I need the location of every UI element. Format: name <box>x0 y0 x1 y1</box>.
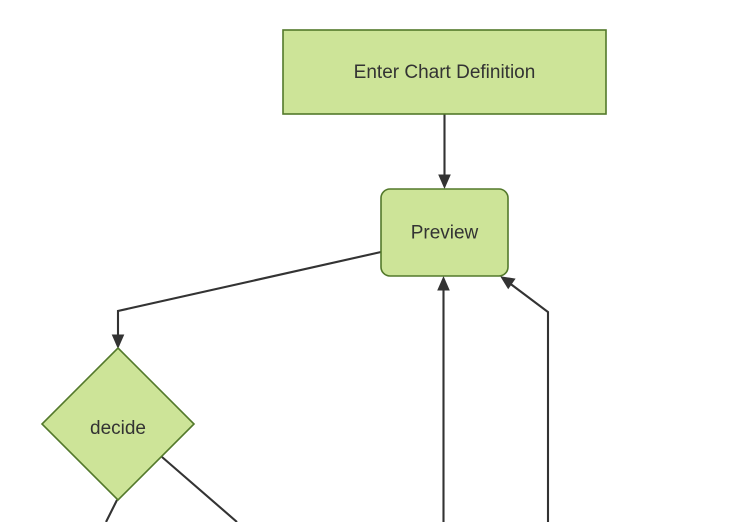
edge-enter-to-preview <box>438 114 451 189</box>
node-decide[interactable]: decide <box>40 346 196 502</box>
node-enter-chart-definition-shape[interactable] <box>282 29 607 115</box>
edge-offscreen-right-to-preview-line <box>507 281 550 522</box>
node-decide-shape[interactable] <box>40 346 196 502</box>
edge-offscreen-center-to-preview-arrowhead <box>437 276 450 291</box>
node-preview-label: Preview <box>411 223 479 244</box>
edge-enter-to-preview-arrowhead <box>438 174 451 189</box>
node-enter-chart-definition[interactable]: Enter Chart Definition <box>282 29 607 115</box>
node-preview[interactable]: Preview <box>380 188 509 277</box>
edge-decide-right-out <box>161 456 238 522</box>
edge-offscreen-right-to-preview-arrowhead <box>500 276 516 290</box>
node-decide-label: decide <box>90 418 146 439</box>
edge-offscreen-right-to-preview <box>500 276 550 522</box>
node-preview-shape[interactable] <box>380 188 509 277</box>
edge-decide-left-out <box>105 499 118 522</box>
edge-preview-to-decide-arrowhead <box>111 334 125 349</box>
edge-preview-to-decide <box>111 250 382 349</box>
node-enter-chart-definition-label: Enter Chart Definition <box>354 62 536 83</box>
edge-preview-to-decide-line <box>116 250 382 339</box>
edge-decide-right-out-line <box>161 456 238 522</box>
edge-offscreen-center-to-preview <box>437 276 450 522</box>
edge-decide-left-out-line <box>105 499 118 522</box>
